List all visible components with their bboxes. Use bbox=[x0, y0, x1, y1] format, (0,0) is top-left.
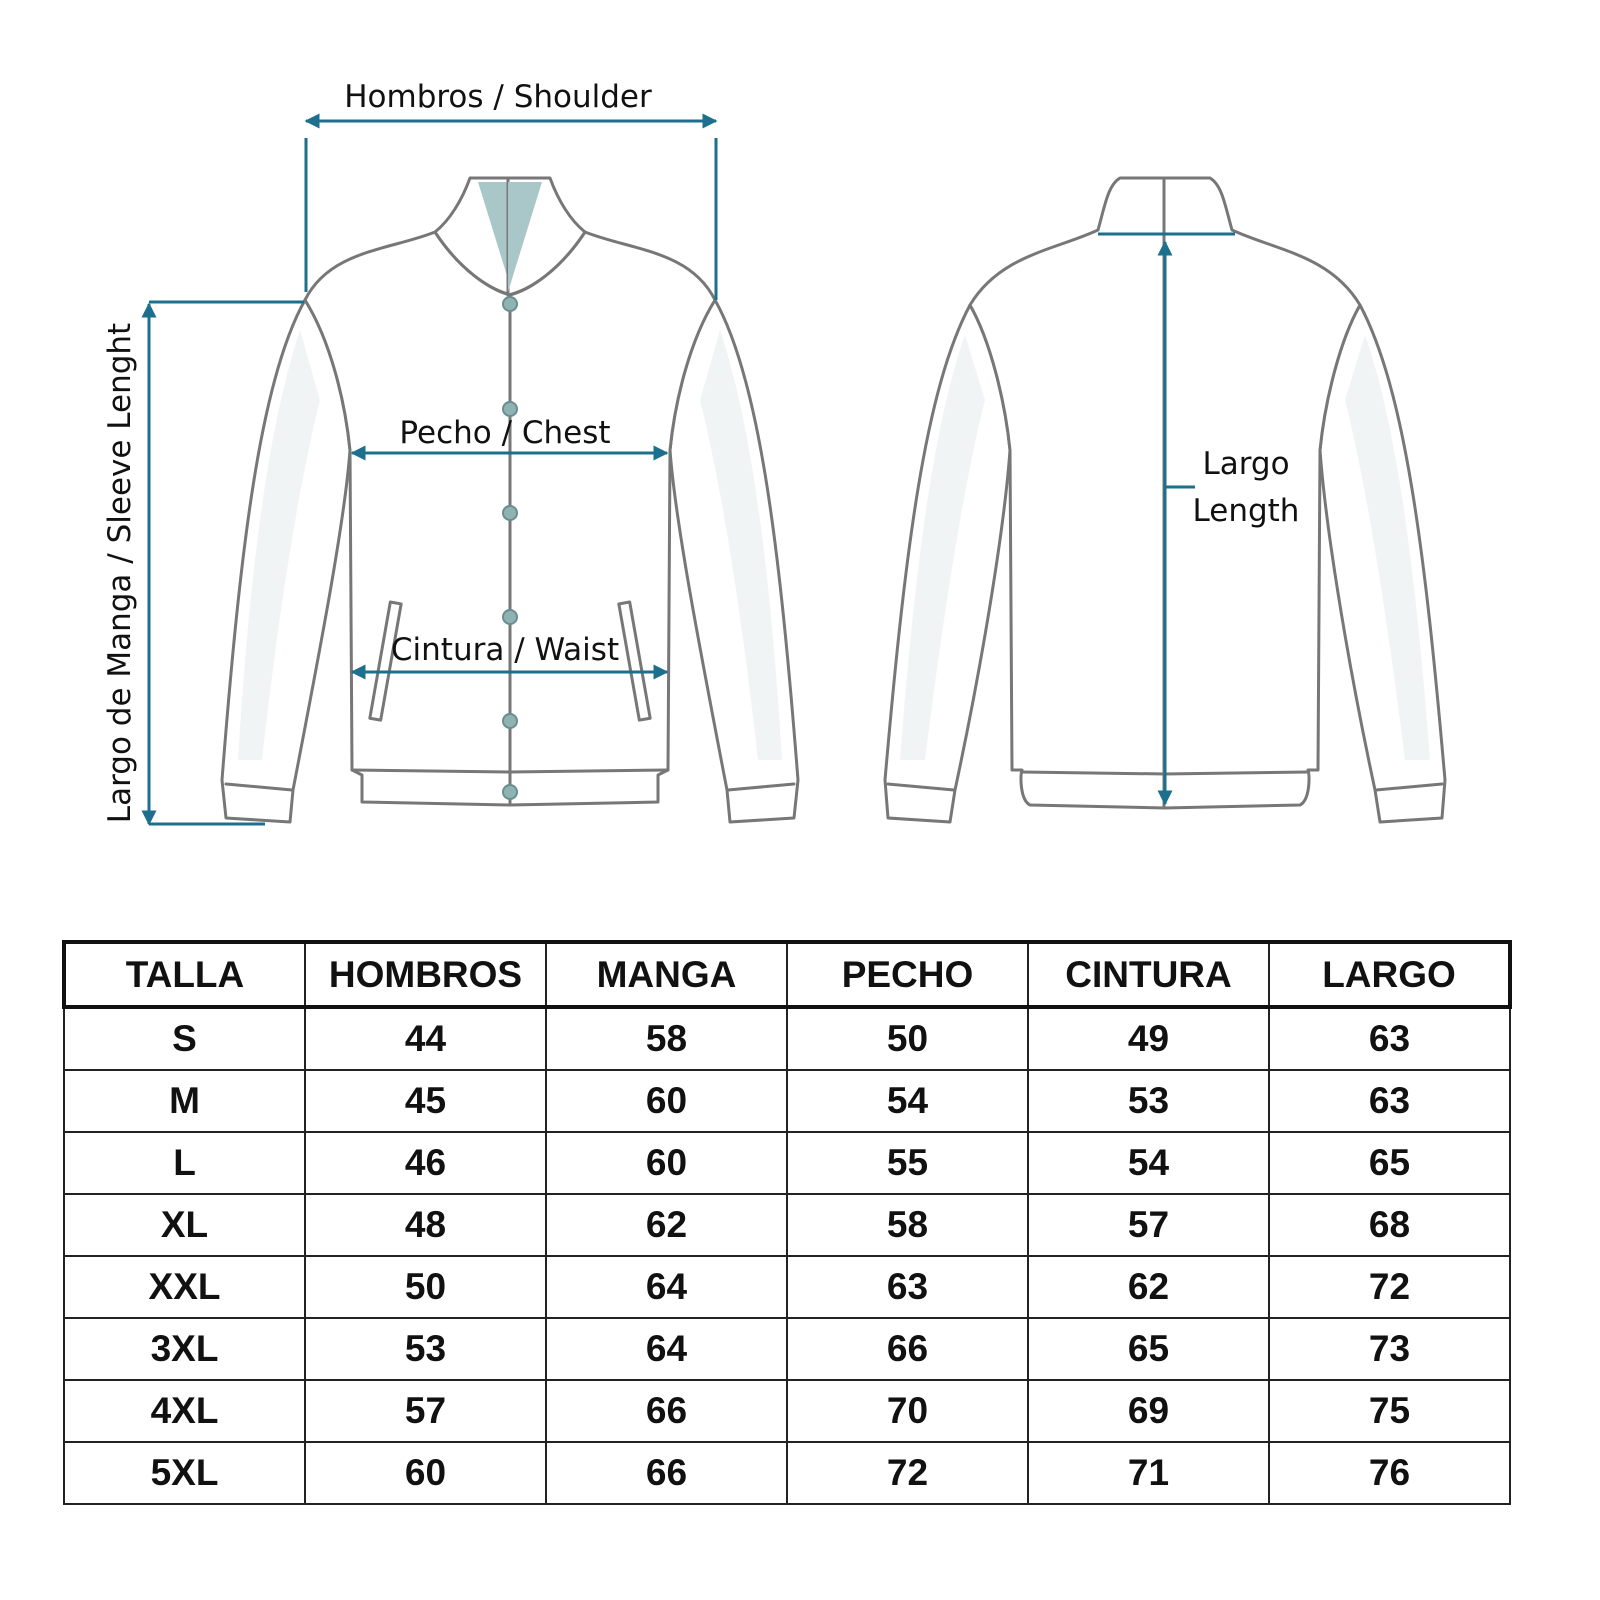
measurement-cell: 65 bbox=[1027, 1317, 1270, 1381]
header-manga: MANGA bbox=[545, 940, 788, 1009]
measurement-cell: 54 bbox=[786, 1069, 1029, 1133]
size-cell: XXL bbox=[63, 1255, 306, 1319]
sleeve-label: Largo de Manga / Sleeve Lenght bbox=[102, 323, 138, 823]
measurement-cell: 55 bbox=[786, 1131, 1029, 1195]
chest-measurement: Pecho / Chest bbox=[350, 415, 669, 461]
size-table: TALLA HOMBROS MANGA PECHO CINTURA LARGO … bbox=[62, 940, 1512, 1505]
size-cell: 5XL bbox=[63, 1441, 306, 1505]
size-cell: L bbox=[63, 1131, 306, 1195]
measurement-cell: 63 bbox=[1268, 1006, 1511, 1071]
measurement-cell: 58 bbox=[786, 1193, 1029, 1257]
measurement-cell: 66 bbox=[545, 1441, 788, 1505]
measurement-cell: 57 bbox=[304, 1379, 547, 1443]
size-cell: M bbox=[63, 1069, 306, 1133]
measurement-cell: 60 bbox=[304, 1441, 547, 1505]
measurement-cell: 65 bbox=[1268, 1131, 1511, 1195]
size-cell: 4XL bbox=[63, 1379, 306, 1443]
measurement-cell: 62 bbox=[1027, 1255, 1270, 1319]
measurement-cell: 44 bbox=[304, 1006, 547, 1071]
measurement-cell: 48 bbox=[304, 1193, 547, 1257]
measurement-cell: 75 bbox=[1268, 1379, 1511, 1443]
header-cintura: CINTURA bbox=[1027, 940, 1270, 1009]
measurement-cell: 66 bbox=[786, 1317, 1029, 1381]
measurement-cell: 66 bbox=[545, 1379, 788, 1443]
length-label-es: Largo bbox=[1202, 446, 1289, 482]
sleeve-measurement: Largo de Manga / Sleeve Lenght bbox=[102, 300, 304, 826]
jacket-front bbox=[220, 176, 800, 824]
size-cell: 3XL bbox=[63, 1317, 306, 1381]
shoulder-label: Hombros / Shoulder bbox=[344, 79, 652, 115]
measurement-cell: 72 bbox=[786, 1441, 1029, 1505]
measurement-cell: 50 bbox=[304, 1255, 547, 1319]
header-hombros: HOMBROS bbox=[304, 940, 547, 1009]
measurement-cell: 69 bbox=[1027, 1379, 1270, 1443]
size-cell: S bbox=[63, 1006, 306, 1071]
measurement-cell: 73 bbox=[1268, 1317, 1511, 1381]
measurement-cell: 76 bbox=[1268, 1441, 1511, 1505]
waist-label: Cintura / Waist bbox=[391, 632, 619, 668]
measurement-cell: 71 bbox=[1027, 1441, 1270, 1505]
measurement-cell: 58 bbox=[545, 1006, 788, 1071]
measurement-cell: 63 bbox=[1268, 1069, 1511, 1133]
measurement-cell: 68 bbox=[1268, 1193, 1511, 1257]
measurement-cell: 46 bbox=[304, 1131, 547, 1195]
header-talla: TALLA bbox=[62, 940, 306, 1009]
measurement-cell: 53 bbox=[1027, 1069, 1270, 1133]
measurement-cell: 45 bbox=[304, 1069, 547, 1133]
buttons bbox=[502, 296, 518, 800]
length-measurement: Largo Length bbox=[1098, 232, 1300, 806]
measurement-cell: 63 bbox=[786, 1255, 1029, 1319]
measurement-cell: 50 bbox=[786, 1006, 1029, 1071]
waist-measurement: Cintura / Waist bbox=[350, 632, 669, 680]
jacket-measurement-diagram: Hombros / Shoulder Largo de Manga / Slee… bbox=[102, 79, 1447, 826]
measurement-cell: 70 bbox=[786, 1379, 1029, 1443]
chest-label: Pecho / Chest bbox=[399, 415, 610, 451]
measurement-cell: 54 bbox=[1027, 1131, 1270, 1195]
size-cell: XL bbox=[63, 1193, 306, 1257]
shoulder-measurement: Hombros / Shoulder bbox=[304, 79, 718, 300]
header-pecho: PECHO bbox=[786, 940, 1029, 1009]
measurement-cell: 53 bbox=[304, 1317, 547, 1381]
table-header-row: TALLA HOMBROS MANGA PECHO CINTURA LARGO bbox=[62, 940, 1512, 1009]
measurement-cell: 60 bbox=[545, 1069, 788, 1133]
measurement-cell: 64 bbox=[545, 1317, 788, 1381]
header-largo: LARGO bbox=[1268, 940, 1512, 1009]
measurement-cell: 62 bbox=[545, 1193, 788, 1257]
measurement-cell: 60 bbox=[545, 1131, 788, 1195]
measurement-cell: 64 bbox=[545, 1255, 788, 1319]
length-label-en: Length bbox=[1193, 493, 1300, 529]
measurement-cell: 72 bbox=[1268, 1255, 1511, 1319]
measurement-cell: 57 bbox=[1027, 1193, 1270, 1257]
measurement-cell: 49 bbox=[1027, 1006, 1270, 1071]
